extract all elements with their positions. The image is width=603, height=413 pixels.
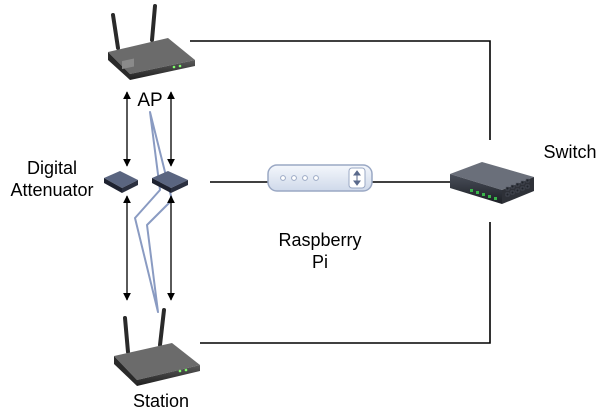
attenuator-label-line1: Digital xyxy=(26,158,78,178)
station-router-icon xyxy=(114,308,200,386)
switch-label: Switch xyxy=(543,142,597,162)
wireless-lightning-icon xyxy=(134,111,173,313)
raspberry-pi-label-line2: Pi xyxy=(311,252,328,272)
raspberry-pi-icon xyxy=(267,164,373,192)
ap-router-icon xyxy=(108,4,195,80)
raspberry-pi-label-line1: Raspberry xyxy=(278,230,362,250)
raspberry-pi-label: Raspberry Pi xyxy=(260,229,380,273)
attenuation-arrows xyxy=(123,91,175,301)
attenuator-label-line2: Attenuator xyxy=(10,180,94,200)
attenuator-label: Digital Attenuator xyxy=(0,157,104,201)
ap-to-switch-link xyxy=(190,40,491,140)
station-label: Station xyxy=(132,391,190,411)
station-to-switch-link xyxy=(200,222,491,344)
switch-icon xyxy=(450,162,534,204)
attenuator-left-icon xyxy=(104,171,138,193)
attenuator-right-icon xyxy=(152,171,188,193)
ap-label: AP xyxy=(137,90,163,111)
connection-lines xyxy=(190,40,491,344)
